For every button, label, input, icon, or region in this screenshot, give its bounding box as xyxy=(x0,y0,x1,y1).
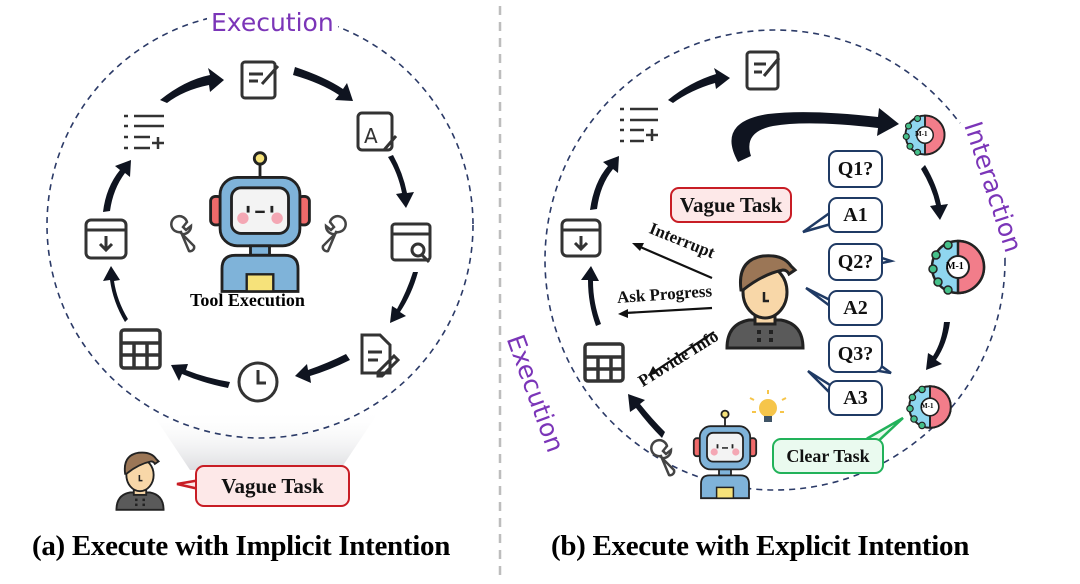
lightbulb-icon xyxy=(749,390,787,422)
spotlight-beam xyxy=(150,410,380,470)
arrow-b-3 xyxy=(581,266,601,326)
arrow-a-6 xyxy=(171,364,230,388)
add-list-icon xyxy=(124,114,164,150)
caption-a: (a) Execute with Implicit Intention xyxy=(32,530,451,562)
cycle-arrows-a xyxy=(103,67,418,388)
arrow-b-4 xyxy=(628,394,665,438)
arrow-b-model-2 xyxy=(926,322,950,370)
question-bubble-1: Q1? xyxy=(828,150,883,188)
answer-bubble-1: A1 xyxy=(828,197,883,233)
wrench-icon xyxy=(170,214,196,253)
arrow-a-8 xyxy=(103,160,131,212)
edit-icon xyxy=(745,50,781,91)
download-box-icon xyxy=(560,218,602,258)
answer-label: A2 xyxy=(843,296,868,319)
answer-label: A3 xyxy=(843,386,868,409)
answer-bubble-3: A3 xyxy=(828,380,883,416)
question-label: Q2? xyxy=(837,250,874,273)
vague-task-label: Vague Task xyxy=(679,192,783,217)
arrow-b-2 xyxy=(590,156,619,210)
download-box-icon xyxy=(84,218,128,260)
arrow-a-7 xyxy=(103,266,128,322)
table-icon xyxy=(119,328,162,370)
wrench-icon xyxy=(650,438,676,477)
question-bubble-2: Q2? xyxy=(828,243,883,281)
provide-info-arrow xyxy=(653,331,715,373)
question-label: Q1? xyxy=(837,157,874,180)
arrow-a-1 xyxy=(160,68,224,103)
arrow-a-5 xyxy=(295,354,350,383)
clear-task-bubble: Clear Task xyxy=(772,438,884,474)
browser-search-icon xyxy=(390,222,432,264)
user-action-arrows xyxy=(618,243,715,376)
cycle-arrows-b xyxy=(581,68,950,438)
ask-progress-arrow xyxy=(624,306,713,315)
user-avatar-icon xyxy=(725,254,805,350)
svg-text:A: A xyxy=(364,124,378,148)
table-icon xyxy=(583,342,625,383)
arrow-a-2 xyxy=(293,67,353,101)
add-list-icon xyxy=(620,107,658,143)
wrench-icon xyxy=(321,214,347,253)
caption-b: (b) Execute with Explicit Intention xyxy=(551,530,970,562)
edit-icon xyxy=(240,60,280,100)
model-label: M-1 xyxy=(946,261,964,272)
user-avatar-icon xyxy=(115,451,165,511)
arrow-b-to-model xyxy=(731,108,899,162)
phase-label-execution: Execution xyxy=(207,8,338,37)
interaction-cycle-ring-b xyxy=(544,29,1006,491)
model-label: M-1 xyxy=(915,130,928,138)
arrow-a-3 xyxy=(388,155,414,208)
vague-task-bubble: Vague Task xyxy=(670,187,792,223)
vague-task-label: Vague Task xyxy=(221,473,324,498)
robot-icon xyxy=(692,409,758,500)
clock-icon xyxy=(237,361,279,403)
font-edit-icon: A xyxy=(356,111,398,152)
answer-label: A1 xyxy=(843,203,868,226)
arrow-b-model-1 xyxy=(921,165,948,220)
center-label-tool-execution: Tool Execution xyxy=(190,290,305,310)
interrupt-arrow xyxy=(637,244,713,280)
question-bubble-3: Q3? xyxy=(828,335,883,373)
robot-icon xyxy=(209,151,311,293)
arrow-b-1 xyxy=(668,68,730,103)
clear-task-label: Clear Task xyxy=(786,445,870,466)
model-label: M-1 xyxy=(921,402,934,410)
arrow-a-4 xyxy=(390,272,418,323)
answer-bubble-2: A2 xyxy=(828,290,883,326)
question-label: Q3? xyxy=(837,342,874,365)
document-pen-icon xyxy=(360,333,401,378)
vague-task-bubble: Vague Task xyxy=(195,465,350,507)
